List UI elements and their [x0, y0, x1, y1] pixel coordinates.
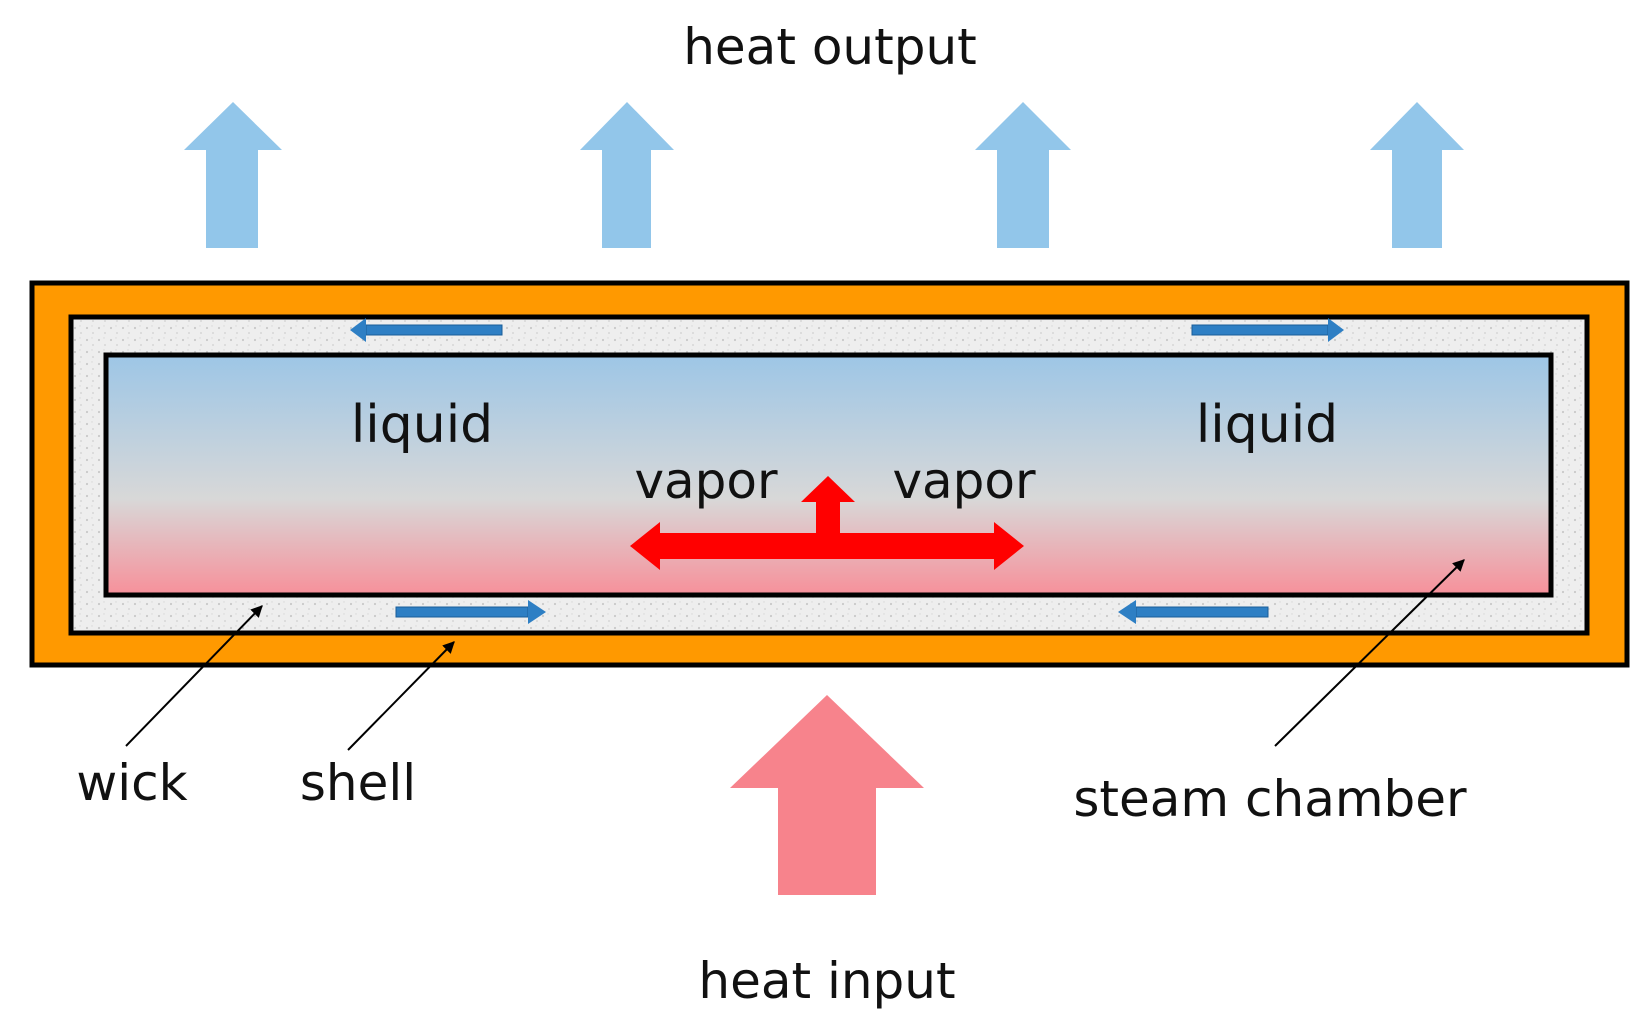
heat-output-label: heat output	[683, 18, 977, 76]
liquid-flow-arrows	[350, 318, 1344, 624]
liquid-label-right: liquid	[1196, 395, 1338, 455]
wick-label: wick	[76, 754, 187, 812]
liquid-arrow-bottom-right	[1118, 600, 1269, 624]
steam-chamber-label: steam chamber	[1073, 770, 1467, 828]
heat-output-arrow-1	[184, 102, 282, 248]
liquid-arrow-bottom-left	[395, 600, 546, 624]
heat-input-label: heat input	[698, 952, 955, 1010]
shell-label: shell	[300, 754, 416, 812]
vapor-label-left: vapor	[634, 452, 778, 510]
vapor-flow-arrow	[630, 476, 1024, 570]
shell-pointer	[347, 641, 455, 751]
steam-chamber	[103, 352, 1554, 598]
heat-input-arrow	[730, 695, 924, 895]
wick-pointer	[125, 605, 263, 747]
liquid-arrow-top-left	[350, 318, 503, 342]
heat-output-arrow-2	[580, 102, 674, 248]
liquid-arrow-top-right	[1191, 318, 1344, 342]
heat-output-arrows	[184, 102, 1464, 248]
vapor-label-right: vapor	[892, 452, 1036, 510]
liquid-label-left: liquid	[351, 395, 493, 455]
heat-output-arrow-4	[1370, 102, 1464, 248]
heat-output-arrow-3	[975, 102, 1071, 248]
steam-chamber-pointer	[1274, 559, 1465, 747]
